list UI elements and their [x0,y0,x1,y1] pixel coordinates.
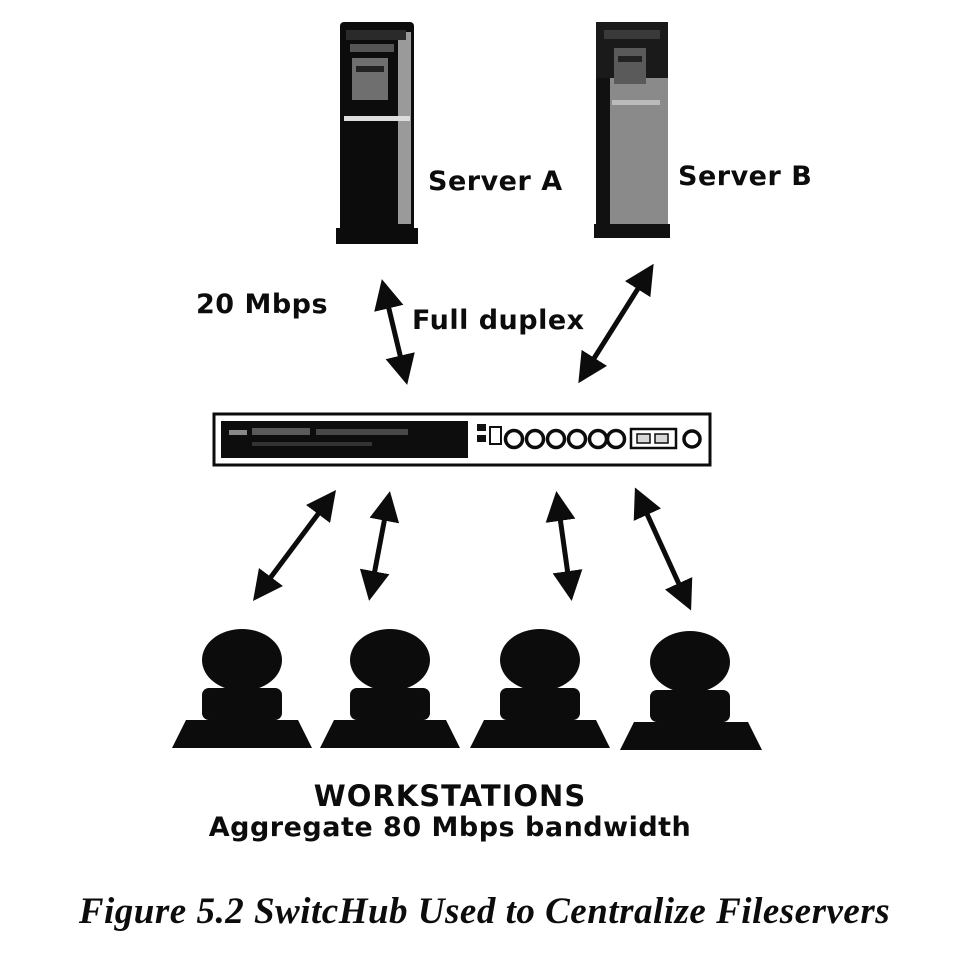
server-b-switch-arrow [578,263,654,384]
figure-caption: Figure 5.2 SwitcHub Used to Centralize F… [78,891,891,932]
server-b-label: Server B [678,161,813,192]
full-duplex-label: Full duplex [412,305,585,336]
switch-ws4-arrow [633,487,693,611]
workstation-icon [172,629,312,748]
server-a-icon [336,22,418,244]
server-a-switch-arrow [374,279,415,385]
switch-ports [503,428,627,450]
workstation-group [172,629,762,750]
workstation-icon [620,631,762,750]
uplink-arrows [374,263,654,385]
workstation-icon [470,629,610,748]
workstations-title: WORKSTATIONS [313,779,587,813]
bandwidth-label: 20 Mbps [196,289,329,320]
server-a-label: Server A [428,166,563,197]
switch-uplink-module [629,427,678,450]
switch-ws2-arrow [359,491,400,601]
switch-icon [212,412,712,467]
downlink-arrows [253,487,693,611]
switch-power-port [682,429,702,449]
aggregate-bandwidth-label: Aggregate 80 Mbps bandwidth [208,812,692,843]
workstation-icon [320,629,460,748]
switch-ws3-arrow [545,491,583,601]
server-b-icon [594,22,670,238]
switch-display-panel [221,421,468,458]
switch-ws1-arrow [253,489,336,602]
